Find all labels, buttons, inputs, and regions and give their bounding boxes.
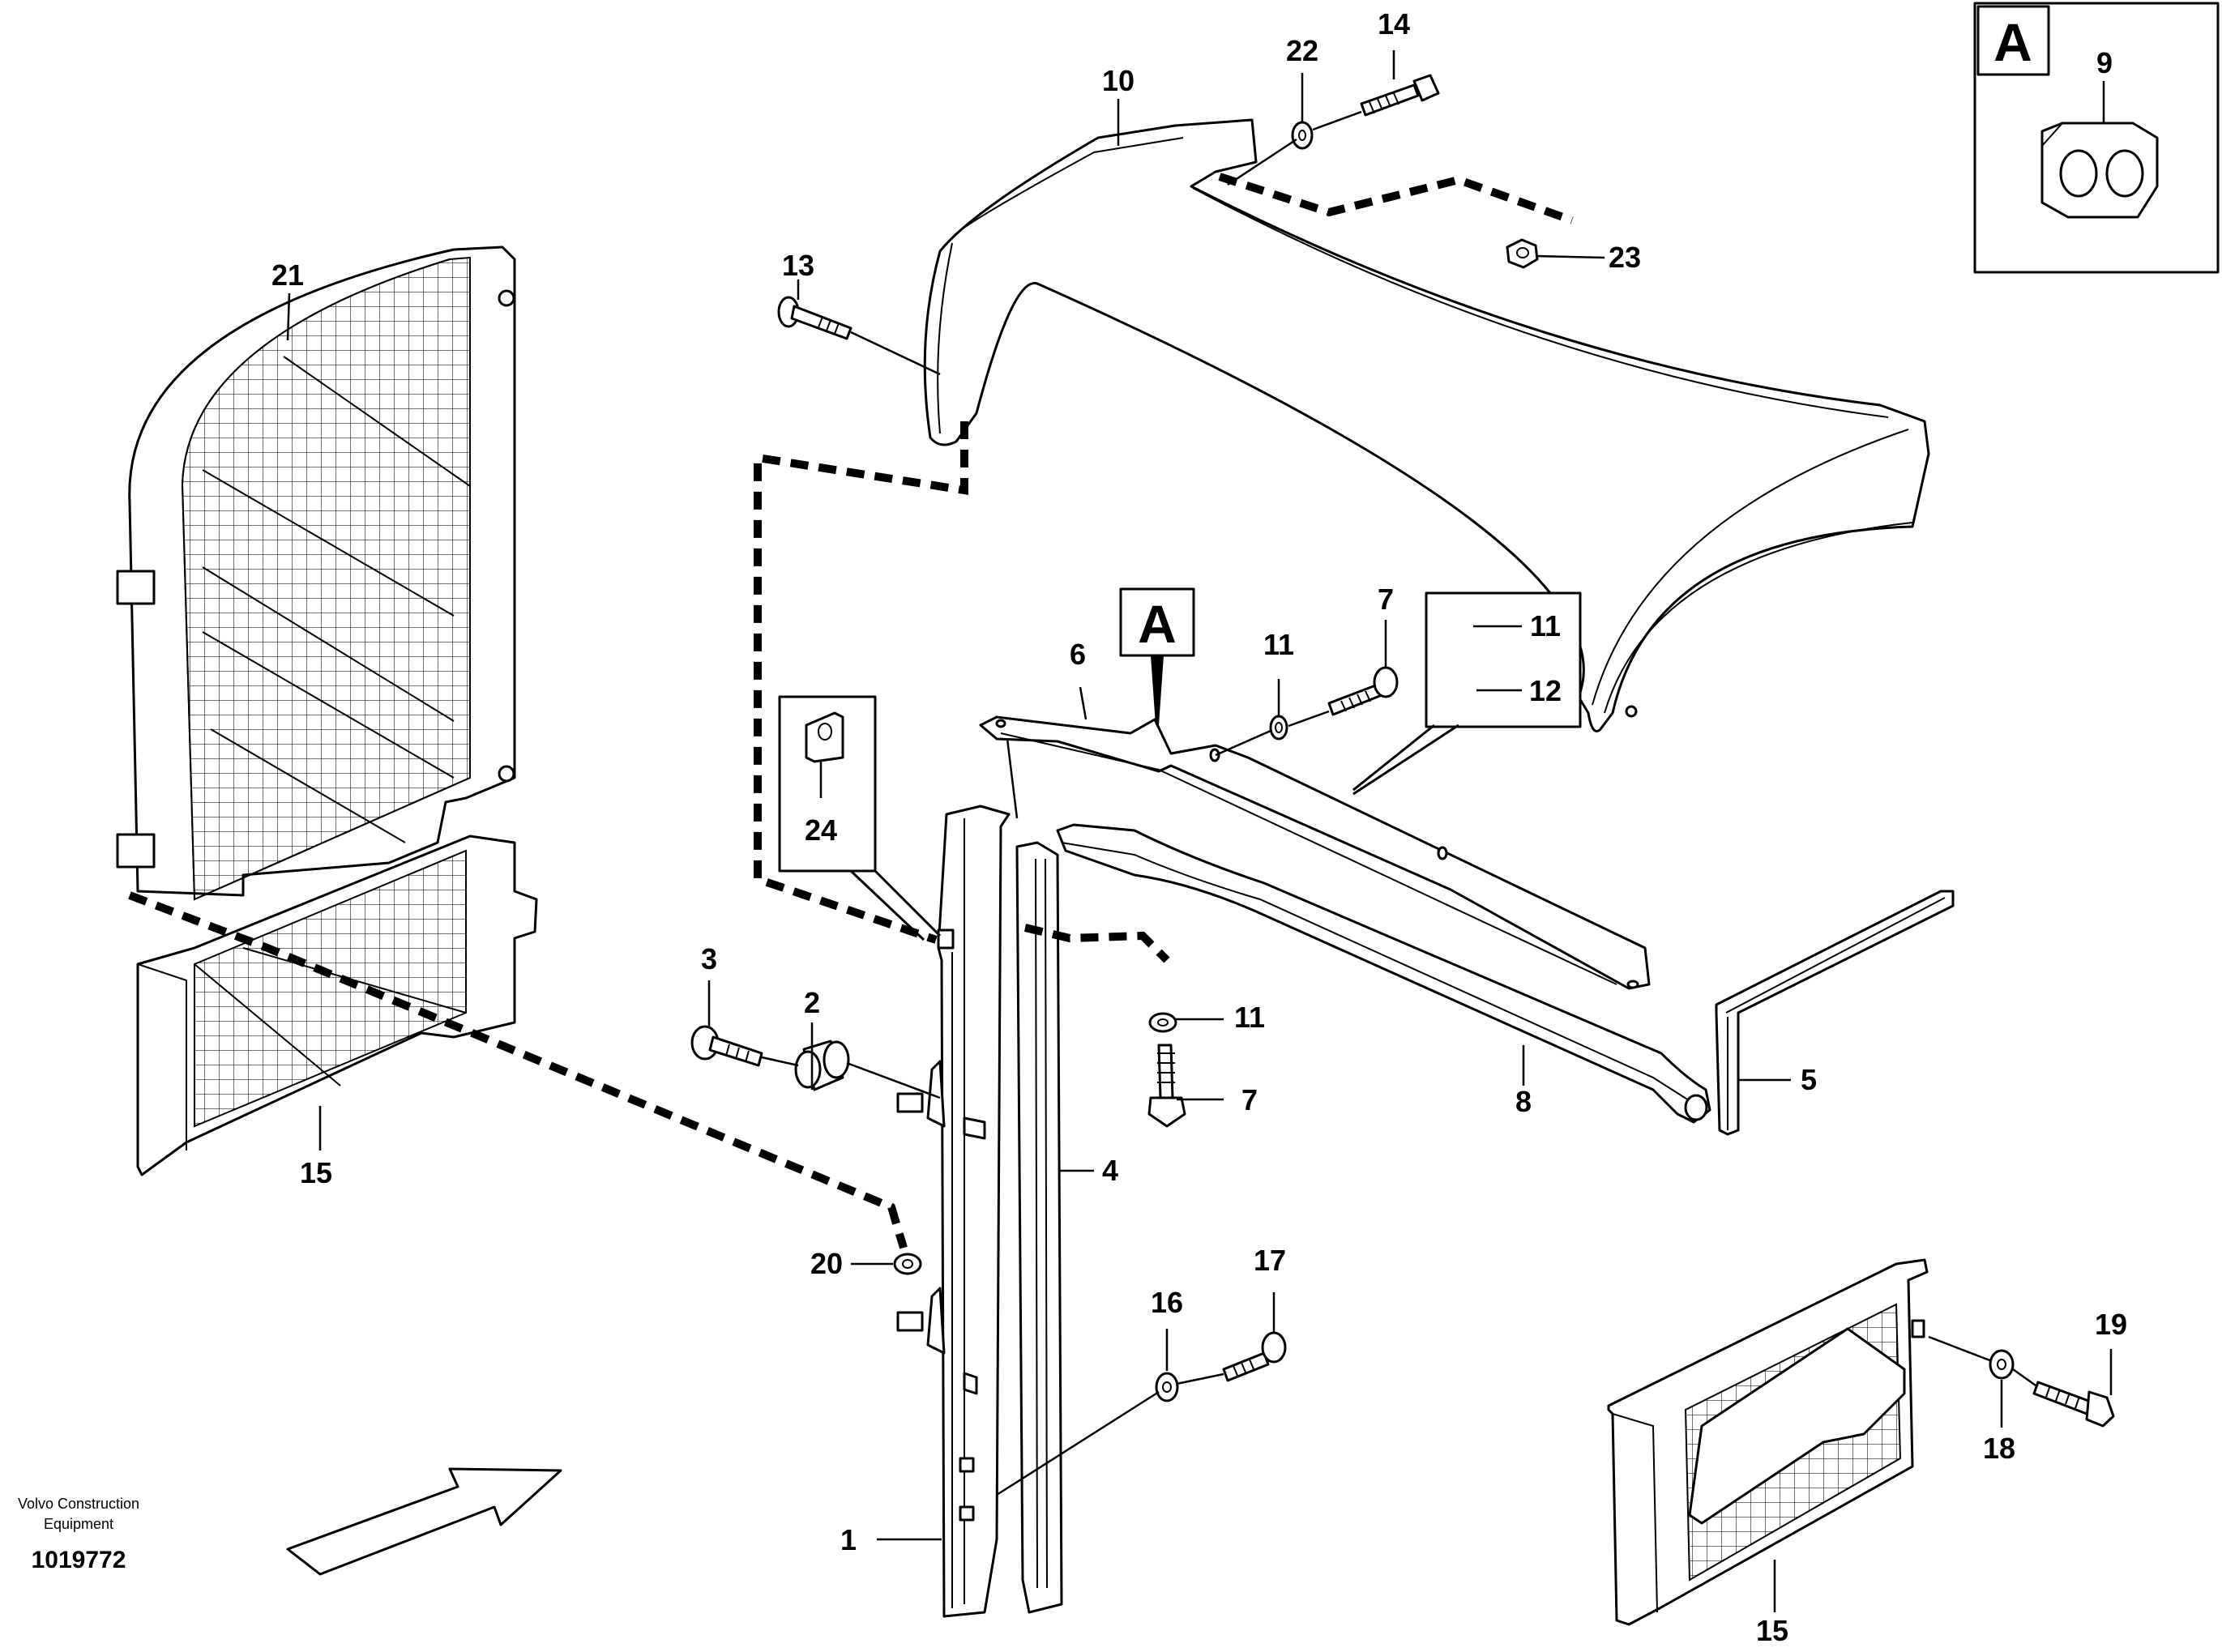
callout-1: 1 [840, 1523, 857, 1556]
part-18-washer [1989, 1349, 2015, 1380]
callout-19: 19 [2095, 1308, 2127, 1341]
callout-13: 13 [782, 249, 814, 282]
detail-box-parts-11-12 [1352, 591, 1582, 796]
part-11-washer-upper [1269, 715, 1288, 741]
part-14-bolt [1360, 74, 1440, 117]
part-20-washer [893, 1253, 922, 1275]
callout-7-upper: 7 [1378, 583, 1394, 616]
part-15-lower-grille-left [136, 835, 538, 1176]
part-1-post [896, 805, 1011, 1618]
callout-15-left: 15 [300, 1156, 332, 1189]
part-17-bolt [1222, 1331, 1287, 1382]
callout-11-upper: 11 [1263, 628, 1294, 661]
assembly-line-hood-nut [1218, 173, 1574, 224]
footer: Volvo Construction Equipment 1019772 [18, 1496, 139, 1573]
part-7-bolt-upper [1327, 666, 1399, 716]
part-9-bushing [2040, 122, 2159, 219]
part-3-bolt [690, 1025, 763, 1067]
callout-labels: 1 2 3 4 5 6 7 7 8 9 10 11 11 11 12 13 14… [271, 7, 2127, 1647]
part-23-nut [1506, 238, 1539, 269]
detail-box-part-24 [778, 695, 942, 941]
part-13-bolt [777, 296, 852, 340]
footer-company-line1: Volvo Construction [18, 1496, 139, 1512]
callout-5: 5 [1801, 1063, 1817, 1096]
detail-marker-letter: A [1138, 594, 1177, 654]
part-4-seal-strip [1015, 841, 1063, 1614]
callout-2: 2 [804, 986, 820, 1019]
callout-17: 17 [1254, 1244, 1286, 1277]
part-6-bracket [979, 715, 1651, 990]
callout-14: 14 [1378, 7, 1410, 41]
part-16-washer [1155, 1372, 1179, 1402]
callout-12: 12 [1529, 674, 1562, 707]
footer-drawing-number: 1019772 [32, 1547, 126, 1573]
part-7-bolt-mid [1147, 1044, 1186, 1128]
assembly-line-bolt-post [754, 421, 968, 944]
direction-arrow [286, 1467, 562, 1576]
part-2-spacer [794, 1039, 850, 1091]
callout-24: 24 [805, 813, 837, 847]
callout-21: 21 [271, 258, 304, 292]
callout-22: 22 [1286, 34, 1318, 67]
assembly-line-grille-hinge [128, 891, 908, 1249]
part-22-washer [1291, 121, 1314, 150]
part-19-bolt [2032, 1381, 2115, 1428]
callout-3: 3 [701, 942, 717, 975]
part-11-washer-mid [1148, 1012, 1177, 1033]
callout-16: 16 [1151, 1286, 1183, 1319]
callout-15-right: 15 [1756, 1614, 1788, 1647]
callout-9: 9 [2096, 46, 2113, 79]
inset-letter: A [1993, 12, 2032, 72]
callout-10: 10 [1102, 64, 1135, 97]
callout-11-mid: 11 [1234, 1001, 1265, 1034]
detail-marker-a: A [1119, 587, 1195, 725]
callout-20: 20 [810, 1247, 843, 1280]
callout-4: 4 [1102, 1154, 1118, 1187]
callout-6: 6 [1070, 638, 1086, 671]
callout-18: 18 [1983, 1432, 2015, 1465]
callout-23: 23 [1609, 241, 1641, 274]
callout-11-box: 11 [1530, 609, 1561, 642]
detail-inset-a: A [1973, 2, 2220, 274]
part-15-lower-grille-right [1607, 1258, 1929, 1626]
callout-8: 8 [1515, 1085, 1532, 1118]
part-21-upper-grille [116, 245, 516, 901]
callout-7-mid: 7 [1241, 1083, 1258, 1116]
part-5-angle-seal [1715, 890, 1955, 1136]
footer-company-line2: Equipment [44, 1516, 113, 1532]
part-8-seal-strip [1056, 823, 1711, 1124]
